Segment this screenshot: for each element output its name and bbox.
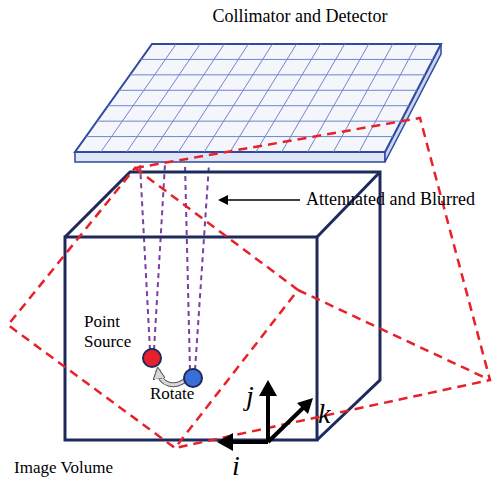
- axis-label: i: [232, 450, 240, 482]
- axis-head-i: [217, 433, 233, 451]
- source-label: Point Source: [84, 312, 146, 351]
- leader-arrow: [220, 199, 300, 201]
- rotate-label: Rotate: [150, 384, 194, 404]
- beam-label: Attenuated and Blurred: [306, 189, 475, 210]
- axis-head-j: [259, 380, 277, 396]
- detector-label: Collimator and Detector: [213, 6, 388, 27]
- point-source-red: [143, 349, 161, 367]
- axis-label: k: [318, 398, 330, 430]
- axis-head-k: [297, 398, 313, 414]
- volume-label: Image Volume: [14, 458, 113, 478]
- beams: [140, 164, 209, 370]
- detector: [75, 44, 441, 162]
- axes: [228, 392, 304, 442]
- rotated-volume: [8, 118, 490, 448]
- axis-label: j: [246, 380, 254, 412]
